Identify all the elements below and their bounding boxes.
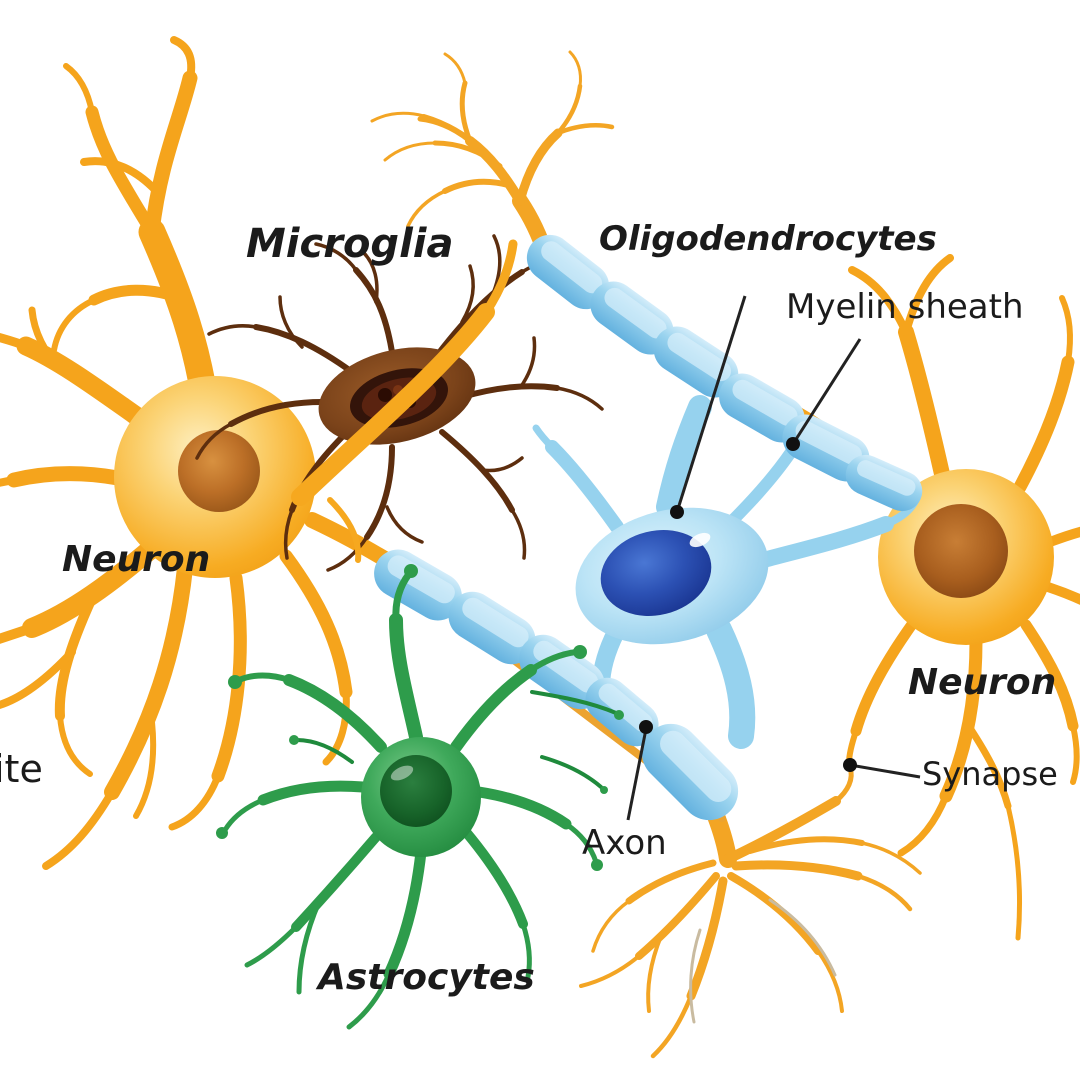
- myelin-sheath-label: Myelin sheath: [786, 287, 1024, 327]
- neuron-left-dendrite-over-microglia: [291, 239, 518, 563]
- axon-terminal-bottom: [579, 764, 922, 1059]
- dendrite-label-clipped: ite: [0, 747, 43, 791]
- pointer-lines: [626, 295, 921, 821]
- oligodendrocyte-nucleus: [600, 530, 712, 616]
- astrocyte-endfeet: [216, 564, 624, 871]
- neuron-left-cell: [0, 36, 398, 870]
- synapse-pointer-dot: [843, 758, 857, 772]
- myelin-sheath-segments: [374, 234, 923, 821]
- neuron-right-label: Neuron: [908, 662, 1057, 703]
- myelin-sheath-pointer-dot: [786, 437, 800, 451]
- microglia-label: Microglia: [246, 221, 454, 267]
- neuron-right-nucleus: [914, 504, 1008, 598]
- astrocyte-nucleus: [380, 755, 452, 827]
- astrocytes-label: Astrocytes: [318, 957, 535, 998]
- oligodendrocytes-pointer-dot: [670, 505, 684, 519]
- neuron-left-nucleus: [178, 430, 260, 512]
- synapse-pointer-line: [849, 763, 921, 779]
- oligodendrocytes-label: Oligodendrocytes: [599, 219, 937, 259]
- neuron-left-label: Neuron: [62, 539, 211, 580]
- synapse-label: Synapse: [922, 755, 1058, 793]
- neuron-right-cell: [736, 254, 1080, 941]
- astrocyte-cell: [216, 564, 624, 1030]
- myelin-sheath-pointer-line: [791, 338, 862, 445]
- axon-label: Axon: [582, 823, 667, 863]
- axon-pointer-dot: [639, 720, 653, 734]
- axon-pointer-line: [626, 728, 648, 821]
- oligodendrocytes-pointer-line: [675, 295, 747, 513]
- oligodendrocyte-cell: [575, 507, 769, 645]
